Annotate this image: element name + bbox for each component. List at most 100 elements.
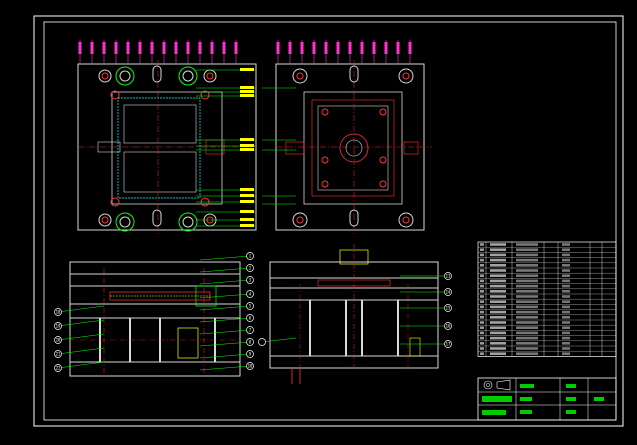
balloon-left-3: [54, 336, 62, 344]
balloon-fixed-2-label: 2: [249, 266, 252, 271]
balloon-fixed-10-label: 10: [248, 364, 253, 369]
section-view-left: [69, 261, 241, 377]
bom-row-spec: [516, 336, 538, 340]
bom-row-name: [490, 316, 506, 319]
bom-row-material: [562, 248, 570, 251]
bom-row-material: [562, 310, 570, 314]
bom-row-index: [480, 305, 484, 309]
balloon-fixed-7-label: 7: [249, 328, 252, 333]
bom-row-index: [480, 274, 484, 277]
bom-row-index: [480, 316, 484, 319]
balloon-left-4: [54, 350, 62, 358]
balloon-left-5: [54, 364, 62, 372]
bom-row-index: [480, 342, 484, 345]
bom-row-material: [562, 336, 570, 340]
projection-symbol-icon: [483, 380, 493, 390]
bom-row-name: [490, 243, 506, 246]
balloon-fixed-1: [246, 252, 254, 260]
balloon-center-section: [258, 338, 266, 346]
bom-row-name: [490, 305, 506, 309]
bom-row-spec: [516, 243, 538, 246]
balloon-moving-3-label: 15: [446, 306, 451, 311]
bom-row-name: [490, 284, 506, 288]
bom-row-index: [480, 284, 484, 288]
bom-row-index: [480, 290, 484, 293]
bom-row-material: [562, 295, 570, 298]
bom-row-material: [562, 316, 570, 319]
bom-row-index: [480, 336, 484, 340]
bom-row-spec: [516, 305, 538, 309]
bom-row-name: [490, 274, 506, 277]
bom-row-spec: [516, 316, 538, 319]
bom-row-spec: [516, 269, 538, 272]
drawing-inner-border: [43, 21, 617, 421]
bom-row-spec: [516, 326, 538, 329]
balloon-fixed-1-label: 1: [249, 254, 252, 259]
bom-row-spec: [516, 274, 538, 277]
balloon-moving-4-label: 16: [446, 324, 451, 329]
bom-row-material: [562, 253, 570, 257]
bom-row-spec: [516, 342, 538, 345]
bom-row-material: [562, 279, 570, 283]
bom-row-name: [490, 248, 506, 251]
balloon-fixed-9: [246, 350, 254, 358]
bom-row-material: [562, 305, 570, 309]
balloon-left-5-label: 22: [56, 366, 61, 371]
bom-row-index: [480, 321, 484, 324]
bom-row-spec: [516, 290, 538, 293]
balloon-left-4-label: 21: [56, 352, 61, 357]
balloon-fixed-8-label: 8: [249, 340, 252, 345]
bom-row-material: [562, 243, 570, 246]
bom-row-spec: [516, 284, 538, 288]
plan-view-moving-half: [275, 60, 432, 236]
bom-row-index: [480, 295, 484, 298]
balloon-fixed-6: [246, 314, 254, 322]
bill-of-materials: [477, 241, 617, 357]
balloon-fixed-6-label: 6: [249, 316, 252, 321]
bom-row-name: [490, 336, 506, 340]
bom-row-index: [480, 279, 484, 283]
bom-row-spec: [516, 300, 538, 303]
balloon-moving-4: [444, 322, 452, 330]
bom-row-index: [480, 264, 484, 267]
balloon-moving-5-label: 17: [446, 342, 451, 347]
balloon-fixed-3-label: 3: [249, 278, 252, 283]
balloon-fixed-5: [246, 302, 254, 310]
bom-row-name: [490, 290, 506, 293]
bom-row-index: [480, 347, 484, 350]
bom-row-material: [562, 300, 570, 303]
bom-row-spec: [516, 279, 538, 283]
balloon-left-1: [54, 308, 62, 316]
balloon-fixed-10: [246, 362, 254, 370]
bom-row-name: [490, 347, 506, 350]
bom-row-spec: [516, 347, 538, 350]
bom-row-name: [490, 264, 506, 267]
balloon-left-2: [54, 322, 62, 330]
balloon-left-1-label: 18: [56, 310, 61, 315]
balloon-fixed-7: [246, 326, 254, 334]
bom-row-name: [490, 279, 506, 283]
balloon-left-3-label: 20: [56, 338, 61, 343]
balloon-fixed-4-label: 4: [249, 292, 252, 297]
bom-row-index: [480, 331, 484, 335]
bom-row-index: [480, 269, 484, 272]
bom-row-spec: [516, 248, 538, 251]
balloon-moving-5: [444, 340, 452, 348]
bom-row-material: [562, 326, 570, 329]
bom-row-spec: [516, 264, 538, 267]
bom-row-name: [490, 310, 506, 314]
bom-row-spec: [516, 258, 538, 262]
balloon-moving-3: [444, 304, 452, 312]
bom-row-material: [562, 347, 570, 350]
balloon-fixed-2: [246, 264, 254, 272]
top-dimension-lines: [78, 40, 412, 227]
balloon-left-2-label: 19: [56, 324, 61, 329]
balloon-fixed-5-label: 5: [249, 304, 252, 309]
bom-row-material: [562, 342, 570, 345]
bom-row-material: [562, 352, 570, 355]
bom-row-spec: [516, 321, 538, 324]
bom-row-spec: [516, 295, 538, 298]
